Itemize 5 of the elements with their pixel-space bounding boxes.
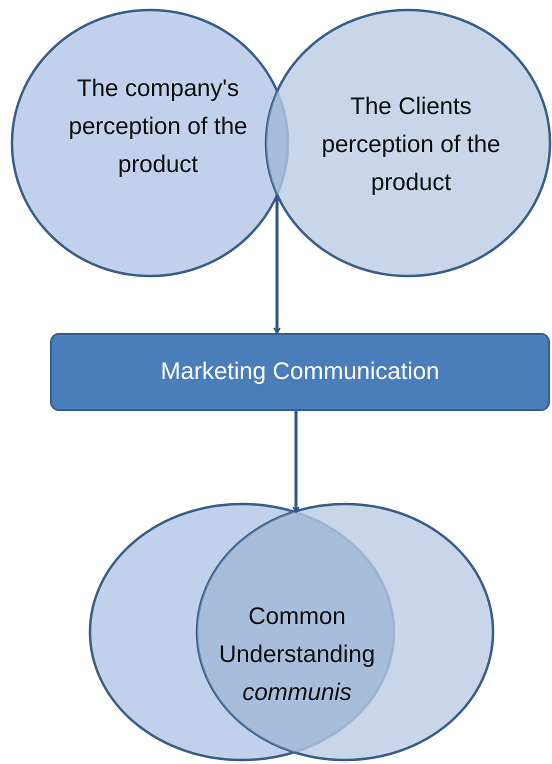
arrow xyxy=(292,411,300,513)
node-label: Marketing Communication xyxy=(160,357,440,387)
term-label: communis xyxy=(241,678,353,708)
node-label: The company's perception of the product xyxy=(68,74,248,180)
node-label: The Clients perception of the product xyxy=(320,92,502,198)
